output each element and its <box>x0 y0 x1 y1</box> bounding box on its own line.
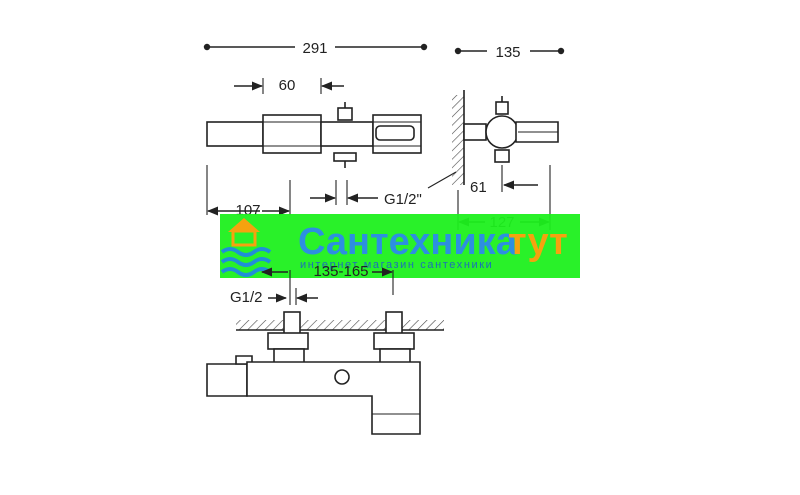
label-291: 291 <box>302 40 327 57</box>
faucet-front-view <box>206 311 444 435</box>
dimension-depth: 135 <box>454 44 565 61</box>
label-61: 61 <box>470 179 487 196</box>
label-135-165: 135-165 <box>313 263 368 280</box>
watermark-band <box>220 214 580 278</box>
dimension-thread-top: G1/2" <box>310 171 457 208</box>
watermark-title-part2: тут <box>508 221 568 263</box>
watermark-subtitle: интернет магазин сантехники <box>300 259 493 271</box>
dimension-inlet-spacing: 135-165 <box>260 263 394 305</box>
dimension-wall-offset: 61 <box>470 165 538 196</box>
dimension-body-width: 60 <box>234 77 344 94</box>
label-g12-bottom: G1/2 <box>230 289 263 306</box>
faucet-side-view <box>452 90 559 185</box>
dimension-thread-bottom: G1/2 <box>230 288 318 306</box>
label-g12-top: G1/2" <box>384 191 422 208</box>
label-135: 135 <box>495 44 520 61</box>
faucet-top-view <box>206 102 422 168</box>
watermark: Сантехника тут интернет магазин сантехни… <box>220 214 580 278</box>
watermark-title-part1: Сантехника <box>298 221 518 263</box>
label-60: 60 <box>279 77 296 94</box>
dimension-total-length: 291 <box>203 40 428 57</box>
